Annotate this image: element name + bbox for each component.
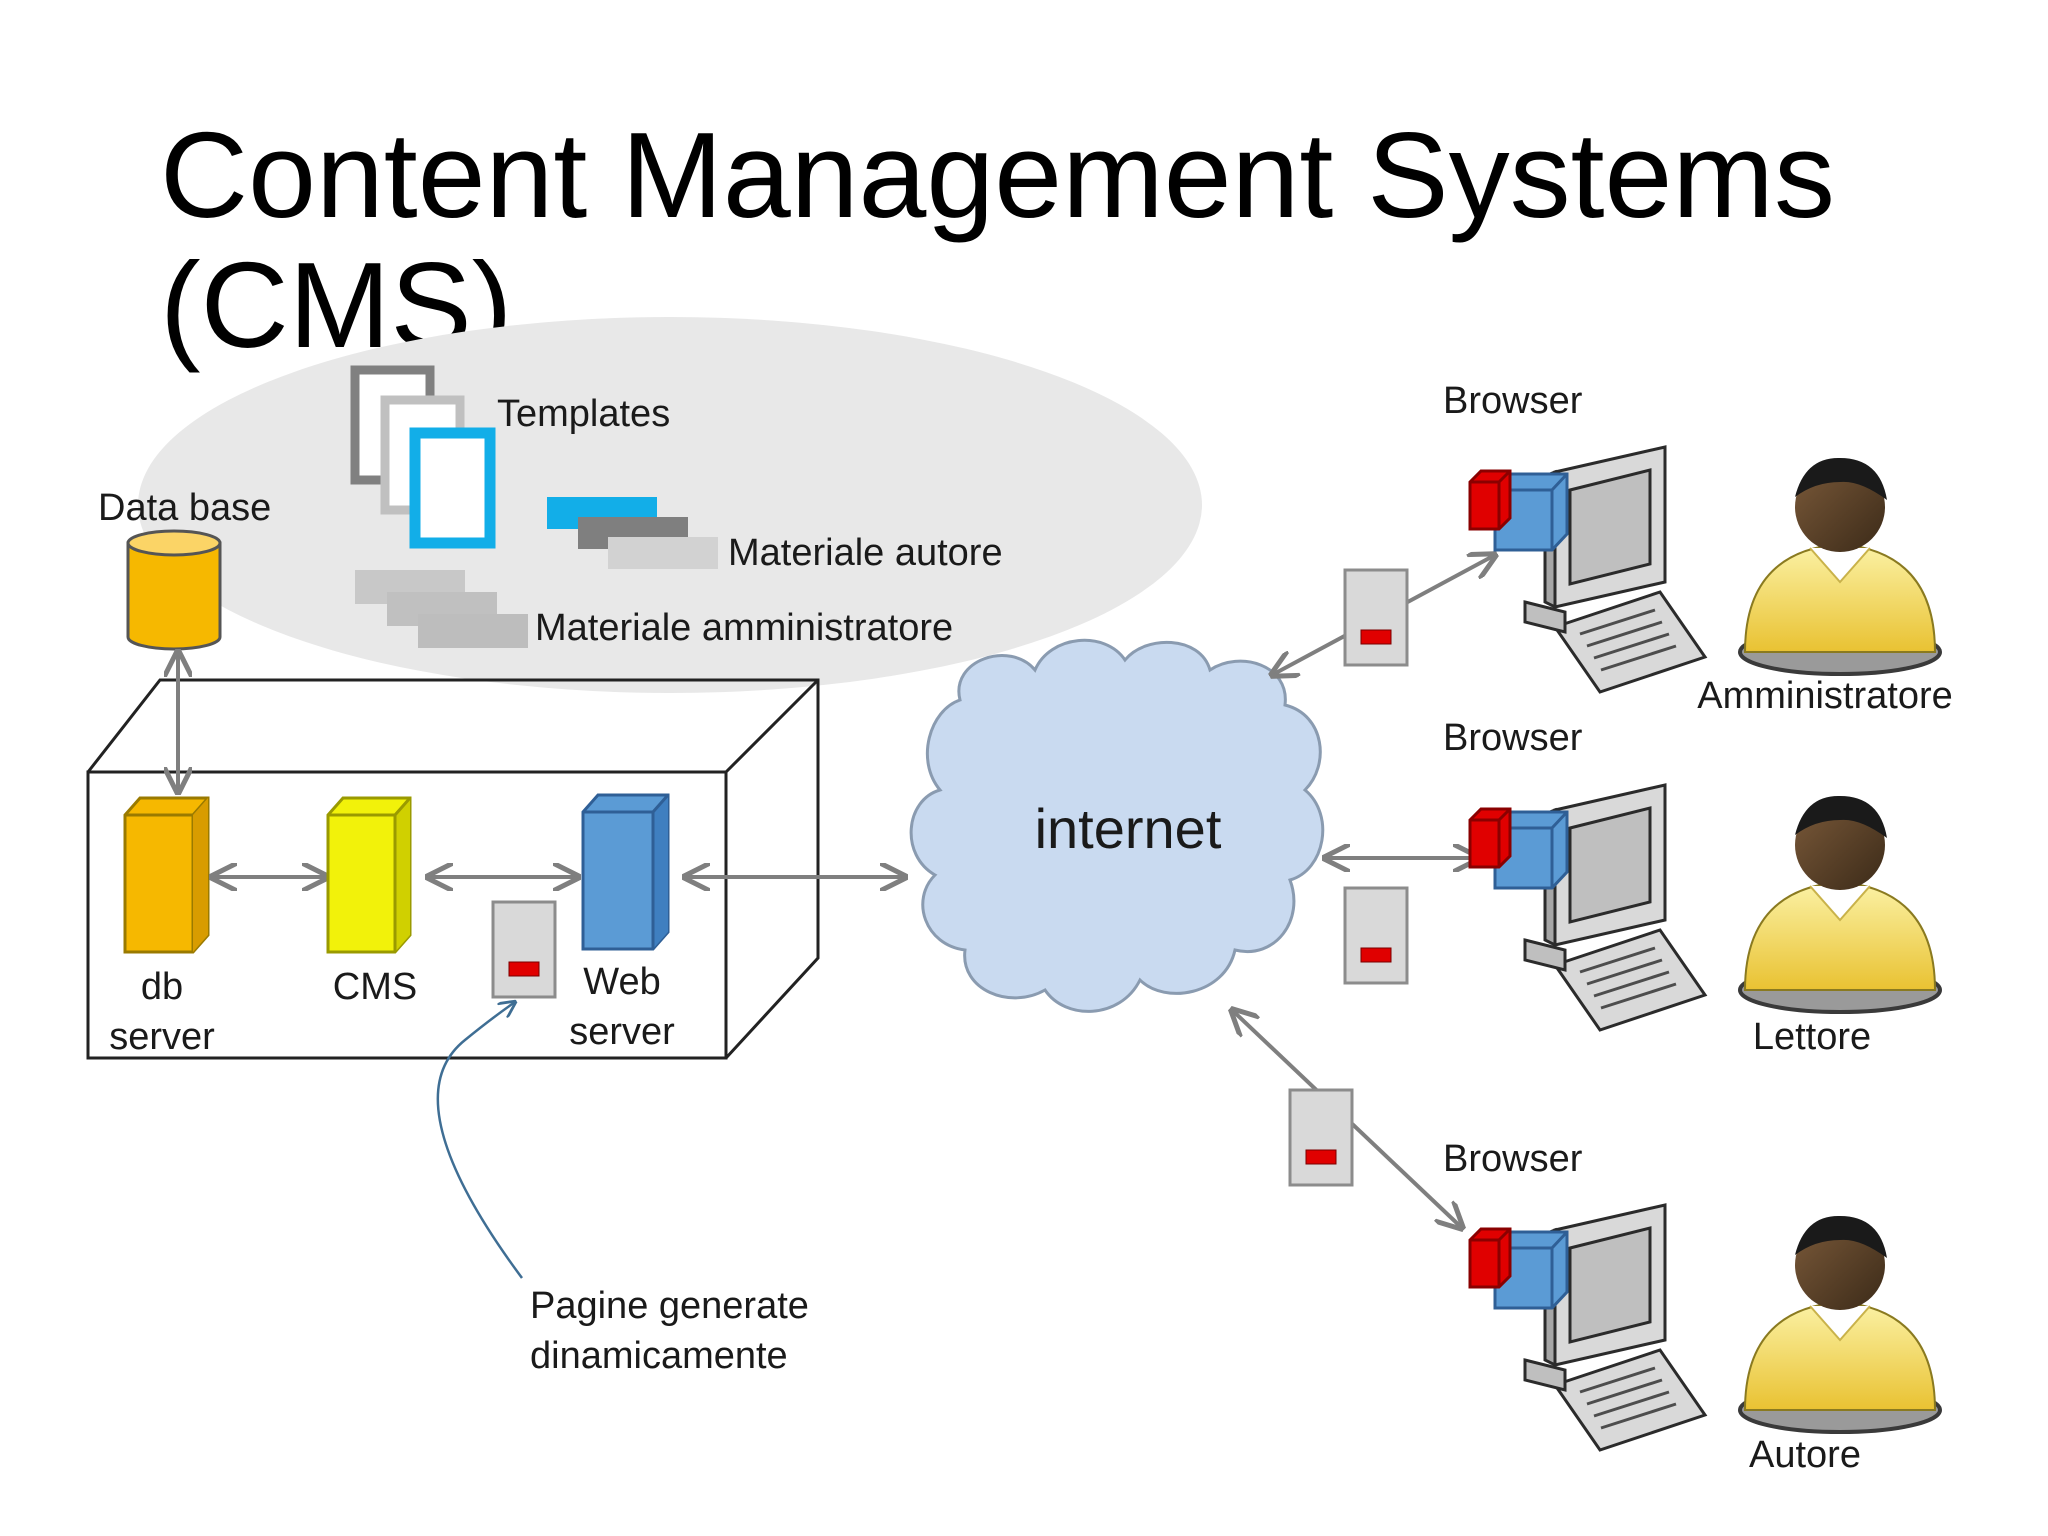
internet-label: internet [1035, 797, 1222, 860]
admin-page-icon [1343, 568, 1409, 667]
page-title: Content Management Systems (CMS) [160, 110, 1835, 370]
internet-cloud [909, 638, 1325, 1013]
admin-browser-label: Browser [1443, 380, 1583, 422]
web-server-label-1: Web [583, 961, 660, 1003]
web-server-icon [581, 793, 670, 951]
author-role-label: Autore [1749, 1434, 1861, 1476]
reader-role-label: Lettore [1753, 1016, 1871, 1058]
admin-material-label: Materiale amministratore [535, 607, 953, 649]
templates-icon [350, 365, 496, 549]
templates-label: Templates [497, 393, 670, 435]
generated-page-icon [491, 900, 557, 999]
generated-pages-label-1: Pagine generate [530, 1285, 809, 1327]
author-material-icon [547, 497, 718, 569]
web-server-label-2: server [569, 1011, 675, 1053]
generated-pages-pointer [436, 1002, 524, 1279]
database-label: Data base [98, 487, 271, 529]
generated-pages-label-2: dinamicamente [530, 1335, 788, 1377]
author-material-label: Materiale autore [728, 532, 1003, 574]
database-icon [126, 529, 222, 651]
admin-role-label: Amministratore [1697, 675, 1953, 717]
admin-client-icon [1468, 445, 1942, 694]
db-server-icon [123, 796, 210, 954]
reader-page-icon [1343, 886, 1409, 985]
reader-client-icon [1468, 783, 1942, 1032]
reader-browser-label: Browser [1443, 717, 1583, 759]
db-server-label-2: server [109, 1016, 215, 1058]
server-box [86, 678, 820, 1060]
author-client-icon [1468, 1203, 1942, 1452]
cms-label: CMS [333, 966, 417, 1008]
author-browser-label: Browser [1443, 1138, 1583, 1180]
title-line-1: Content Management Systems [160, 107, 1835, 243]
db-server-label-1: db [141, 966, 183, 1008]
admin-material-icon [355, 570, 528, 648]
cms-icon [326, 796, 412, 954]
author-page-icon [1288, 1088, 1354, 1187]
